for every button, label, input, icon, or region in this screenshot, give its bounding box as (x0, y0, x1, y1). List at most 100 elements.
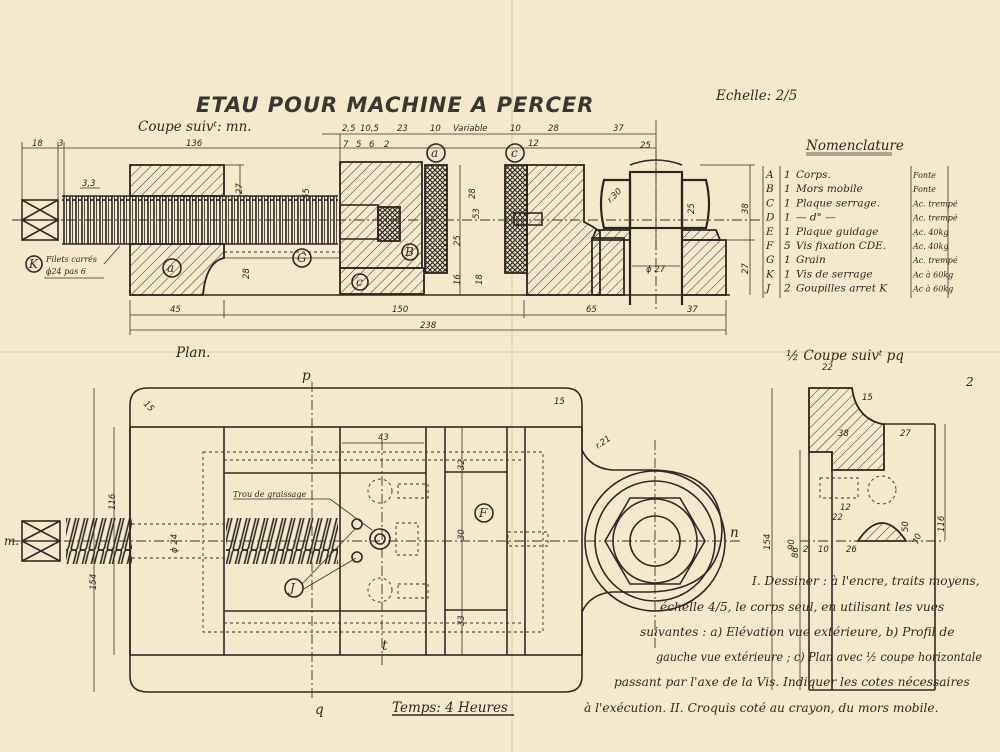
svg-text:a: a (431, 146, 438, 160)
dim-53: 53 (472, 208, 482, 219)
section-mark-m: m. (4, 534, 19, 548)
nomenclature-material: Fonte (912, 185, 936, 194)
dim-70-pq: 70 (911, 532, 924, 546)
dim-154: 154 (89, 574, 99, 590)
dim-43: 43 (378, 433, 389, 443)
nomenclature-name: Goupilles arret K (796, 283, 888, 295)
fixed-jaw (526, 164, 601, 296)
dim-90-pq: 90 (787, 539, 797, 550)
dim-238: 238 (420, 321, 437, 331)
dim-55: 55 (302, 188, 312, 199)
section-mn-view: 18 3 136 2,5 10,5 23 10 Variable 10 28 3… (12, 120, 760, 335)
plan-body-outline (129, 387, 723, 693)
part-label-k (25, 255, 43, 273)
grease-hole-note: Trou de graissage (233, 490, 306, 499)
nomenclature-name: Vis fixation CDE. (796, 240, 886, 252)
svg-text:B: B (404, 245, 414, 259)
dim-22-pq: 22 (832, 513, 843, 523)
nomenclature-ref: J (764, 283, 771, 295)
dim-variable: Variable (453, 124, 488, 134)
nomenclature-ref: G (766, 254, 774, 266)
part-label-b (401, 243, 419, 261)
nomenclature-ref: A (765, 169, 774, 181)
svg-text:a: a (167, 261, 174, 275)
dim-16: 16 (453, 274, 463, 285)
part-label-j (284, 578, 304, 598)
dim-3: 3 (58, 139, 63, 149)
body-corps-top (129, 164, 225, 197)
nomenclature-name: Plaque guidage (795, 226, 878, 238)
nomenclature-qty: 5 (784, 240, 791, 252)
section-mark-p: p (302, 368, 311, 384)
dim-32: 32 (457, 459, 467, 470)
dim-thread-pitch: 3,3 (82, 179, 96, 189)
nomenclature-material: Ac. trempé (912, 199, 958, 208)
nomenclature-material: Ac. trempé (912, 214, 958, 223)
nomenclature-ref: F (765, 240, 774, 252)
svg-text:c: c (511, 146, 518, 160)
dim-50-pq: 50 (901, 521, 911, 532)
instructions-block: I. Dessiner : à l'encre, traits moyens, é… (584, 574, 982, 715)
nomenclature-qty: 1 (784, 254, 791, 266)
nomenclature-qty: 1 (784, 212, 791, 224)
nomenclature-ref: B (765, 183, 774, 195)
dim-12: 12 (528, 139, 539, 149)
dim-r30: r.30 (606, 187, 625, 206)
nomenclature-material: Ac à 60kg (912, 285, 953, 294)
dim-2: 2 (384, 140, 389, 150)
dim-r21: r.21 (594, 434, 613, 452)
dim-65: 65 (586, 305, 597, 315)
dim-18: 18 (32, 139, 43, 149)
nomenclature-name: Vis de serrage (796, 268, 873, 280)
dim-27-pq: 27 (900, 429, 911, 439)
dim-38: 38 (741, 203, 751, 214)
washer-right (681, 229, 722, 241)
pin-j (351, 518, 363, 530)
svg-text:c: c (356, 275, 363, 289)
instruction-line: I. Dessiner : à l'encre, traits moyens, (751, 574, 980, 588)
instruction-line: à l'exécution. II. Croquis coté au crayo… (584, 701, 938, 715)
instruction-line: échelle 4/5, le corps seul, en utilisant… (660, 600, 944, 614)
dim-33: 33 (457, 615, 467, 626)
scale-label: Echelle: 2/5 (715, 88, 797, 104)
drawing-title: ETAU POUR MACHINE A PERCER (196, 93, 594, 117)
plan-label: Plan. (175, 345, 210, 361)
dim-10-pq: 10 (818, 545, 829, 555)
nomenclature-qty: 1 (784, 183, 791, 195)
screw-note-line1: Filets carrés (45, 255, 97, 264)
nomenclature-ref: K (765, 268, 775, 280)
svg-text:J: J (287, 581, 296, 595)
nomenclature-material: Fonte (912, 171, 936, 180)
dim-116: 116 (108, 493, 118, 510)
dim-45: 45 (170, 305, 181, 315)
screw-hole (367, 577, 393, 603)
dim-15-pq: 15 (862, 393, 873, 403)
plan-view: ϕ 24 p q t m. n 116 154 15 15 r.21 43 32… (4, 368, 742, 718)
dim-25-nut: 25 (687, 203, 697, 214)
margin-mark: 2 (965, 375, 974, 389)
dim-116-pq: 116 (937, 515, 947, 532)
dim-86-pq: 86 (791, 547, 801, 558)
instruction-line: passant par l'axe de la Vis. Indiquer le… (614, 675, 970, 689)
nomenclature-material: Ac. trempé (912, 256, 958, 265)
svg-text:K: K (28, 257, 39, 271)
dim-r15b: 15 (554, 397, 565, 407)
dim-26-pq: 26 (846, 545, 857, 555)
nomenclature-material: Ac à 60kg (912, 270, 953, 279)
nomenclature-name: Grain (796, 254, 826, 266)
body-corps-bottom (129, 243, 225, 296)
half-section-boss (856, 522, 908, 542)
nomenclature-ref: D (765, 212, 775, 224)
dim-28b: 28 (468, 188, 478, 199)
dim-38-pq: 38 (838, 429, 849, 439)
nomenclature-qty: 1 (784, 226, 791, 238)
dim-2-pq: 2 (803, 545, 808, 555)
